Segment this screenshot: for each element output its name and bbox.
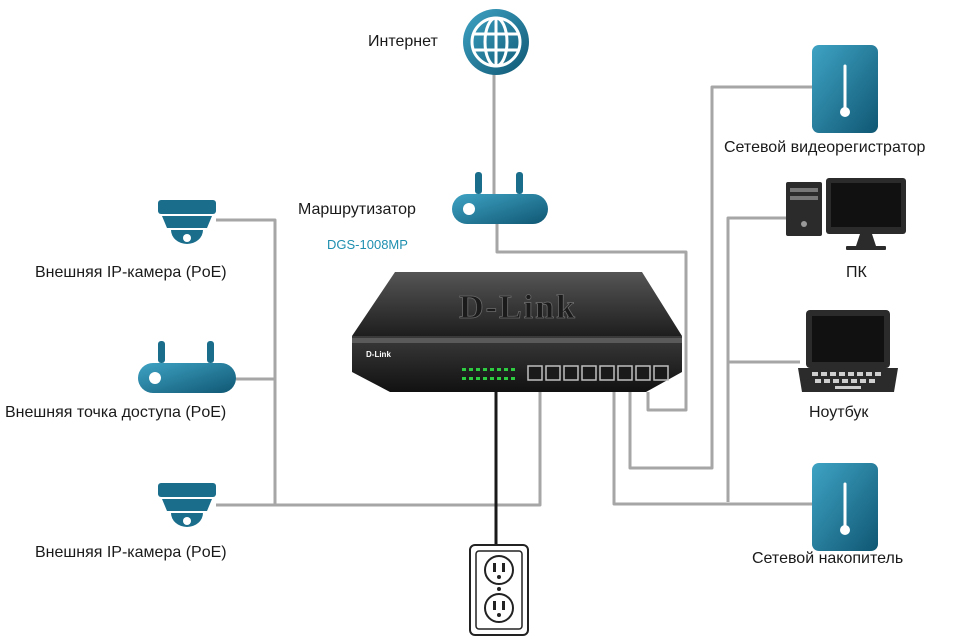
switch-top-brand: D-Link — [459, 289, 577, 326]
camera-top-label: Внешняя IP-камера (PoE) — [35, 264, 227, 281]
desktop-pc-icon — [786, 178, 906, 250]
access-point-icon — [138, 341, 236, 393]
cable-nvr — [628, 85, 812, 470]
dome-camera-icon — [158, 483, 216, 527]
cable-left-trunk — [216, 218, 542, 507]
nas-icon — [812, 463, 878, 551]
camera-bottom-label: Внешняя IP-камера (PoE) — [35, 544, 227, 561]
access-point-label: Внешняя точка доступа (PoE) — [5, 404, 227, 421]
router-label: Маршрутизатор — [298, 201, 416, 218]
switch-front-brand: D-Link — [366, 350, 391, 359]
pc-label: ПК — [846, 264, 867, 281]
switch-model-label: DGS-1008MP — [327, 237, 408, 252]
cable-nas — [612, 392, 812, 506]
switch-ports — [527, 365, 669, 381]
cables — [216, 74, 812, 507]
router-icon — [452, 172, 548, 224]
internet-label: Интернет — [368, 33, 438, 50]
laptop-label: Ноутбук — [809, 404, 869, 421]
network-switch-icon: D-Link D-Link — [352, 272, 682, 392]
dome-camera-icon — [158, 200, 216, 244]
nvr-icon — [812, 45, 878, 133]
laptop-icon — [798, 310, 898, 392]
nvr-label: Сетевой видеорегистратор — [724, 139, 926, 156]
globe-icon — [463, 9, 529, 75]
nas-label: Сетевой накопитель — [752, 550, 904, 567]
power-outlet-icon — [469, 544, 529, 636]
cable-router-switch — [495, 222, 688, 412]
cable-pc — [726, 216, 786, 502]
